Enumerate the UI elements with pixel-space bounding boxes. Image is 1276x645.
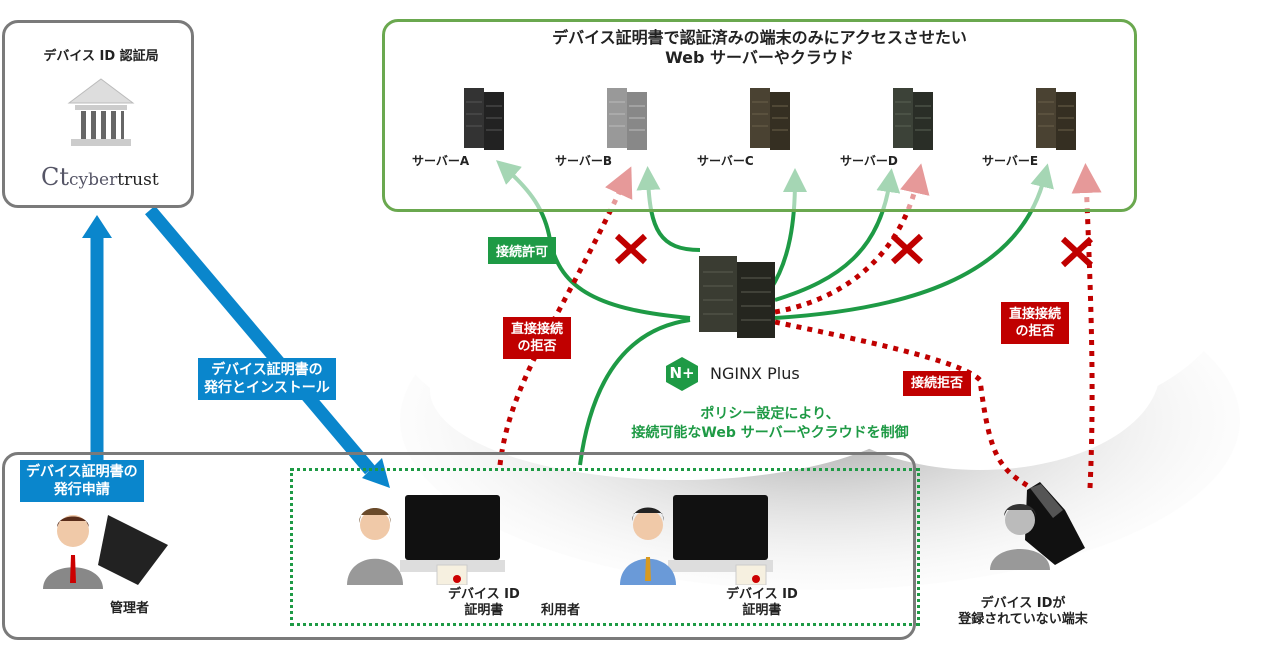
label-line: デバイス証明書の <box>26 464 138 480</box>
deny-label: 接続拒否 <box>903 371 972 396</box>
label-line: デバイス ID <box>448 587 520 602</box>
label-line: デバイス IDが <box>980 596 1066 611</box>
allow-label: 接続許可 <box>488 237 557 264</box>
user-female-icon <box>345 495 505 589</box>
blue-arrows <box>82 205 390 488</box>
nginx-server-icon <box>695 248 779 344</box>
admin-label: 管理者 <box>110 601 150 616</box>
deny-x-marks <box>614 233 1094 268</box>
policy-line2: 接続可能なWeb サーバーやクラウドを制御 <box>631 425 909 441</box>
users-area <box>2 452 916 640</box>
user-male-icon <box>618 495 778 589</box>
request-label: デバイス証明書の発行申請 <box>20 460 144 502</box>
label-line: 証明書 <box>742 603 782 618</box>
unregistered-person-icon <box>985 470 1125 574</box>
bank-building-icon <box>67 78 135 146</box>
label-line: デバイス証明書の <box>211 362 323 378</box>
admin-person-icon <box>38 505 178 599</box>
label-line: 直接接続 <box>1009 307 1062 322</box>
servers-title: デバイス証明書で認証済みの端末のみにアクセスさせたい Web サーバーやクラウド <box>382 28 1137 68</box>
nginx-name: NGINX Plus <box>710 364 800 383</box>
server-e-label: サーバーE <box>982 154 1039 168</box>
unregistered-label: デバイス IDが登録されていない端末 <box>948 596 1098 628</box>
servers-title-line2: Web サーバーやクラウド <box>665 48 854 67</box>
server-c-label: サーバーC <box>697 154 754 168</box>
ca-box: デバイス ID 認証局 Ctcybertrust <box>2 20 194 208</box>
server-rack-icon <box>1034 82 1080 156</box>
label-line: 発行申請 <box>53 482 110 498</box>
server-d-label: サーバーD <box>840 154 898 168</box>
label-line: の拒否 <box>517 339 557 354</box>
label-line: 登録されていない端末 <box>958 612 1088 627</box>
users-label: 利用者 <box>541 603 581 618</box>
nginx-logo-icon: N+ <box>664 356 700 392</box>
direct-deny-label-right: 直接接続の拒否 <box>1001 302 1070 344</box>
nginx-logo-text: N+ <box>669 364 695 382</box>
label-line: 発行とインストール <box>204 380 330 396</box>
server-rack-icon <box>605 82 651 156</box>
ca-title: デバイス ID 認証局 <box>43 49 159 64</box>
servers-title-line1: デバイス証明書で認証済みの端末のみにアクセスさせたい <box>552 28 967 47</box>
server-b-label: サーバーB <box>555 154 613 168</box>
label-line: 証明書 <box>464 603 504 618</box>
server-rack-icon <box>891 82 937 156</box>
policy-text: ポリシー設定により、 接続可能なWeb サーバーやクラウドを制御 <box>590 405 950 443</box>
users-group <box>290 468 920 626</box>
issue-install-label: デバイス証明書の発行とインストール <box>198 358 336 400</box>
direct-deny-label-left: 直接接続の拒否 <box>503 317 572 359</box>
policy-line1: ポリシー設定により、 <box>700 406 840 422</box>
server-rack-icon <box>748 82 794 156</box>
label-line: デバイス ID <box>726 587 798 602</box>
label-line: 直接接続 <box>511 322 564 337</box>
server-rack-icon <box>462 82 508 156</box>
cybertrust-logo: Ctcybertrust <box>41 163 159 191</box>
label-line: の拒否 <box>1015 324 1055 339</box>
server-a-label: サーバーA <box>412 154 470 168</box>
